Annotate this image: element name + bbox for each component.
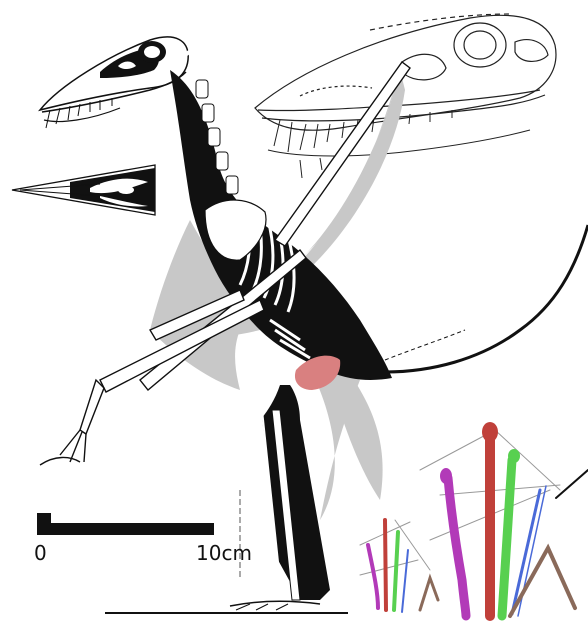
hand-detail-large bbox=[419, 422, 588, 621]
skull-lateral-view bbox=[254, 13, 557, 179]
tail-vertebrae bbox=[384, 329, 466, 361]
wing-bones bbox=[39, 61, 411, 466]
skull-dorsal-view bbox=[11, 164, 156, 216]
scale-bar-start-label: 0 bbox=[34, 541, 47, 565]
antorbital-fenestra bbox=[401, 53, 447, 81]
shoulder-girdle bbox=[204, 199, 267, 261]
scale-bar bbox=[37, 513, 214, 535]
tail bbox=[384, 224, 588, 374]
orbit bbox=[453, 22, 507, 68]
foot bbox=[229, 600, 321, 607]
hand-detail-small bbox=[359, 518, 440, 613]
skeleton-skull bbox=[38, 36, 189, 129]
scale-bar-end-label: 10cm bbox=[196, 541, 252, 565]
cervical-vertebrae bbox=[195, 79, 239, 195]
wing-finger bbox=[273, 61, 411, 247]
thigh-muscle bbox=[294, 355, 341, 390]
metacarpal bbox=[79, 378, 105, 436]
skeleton-body bbox=[170, 44, 392, 380]
hind-limb bbox=[229, 385, 330, 611]
radius bbox=[148, 289, 245, 341]
